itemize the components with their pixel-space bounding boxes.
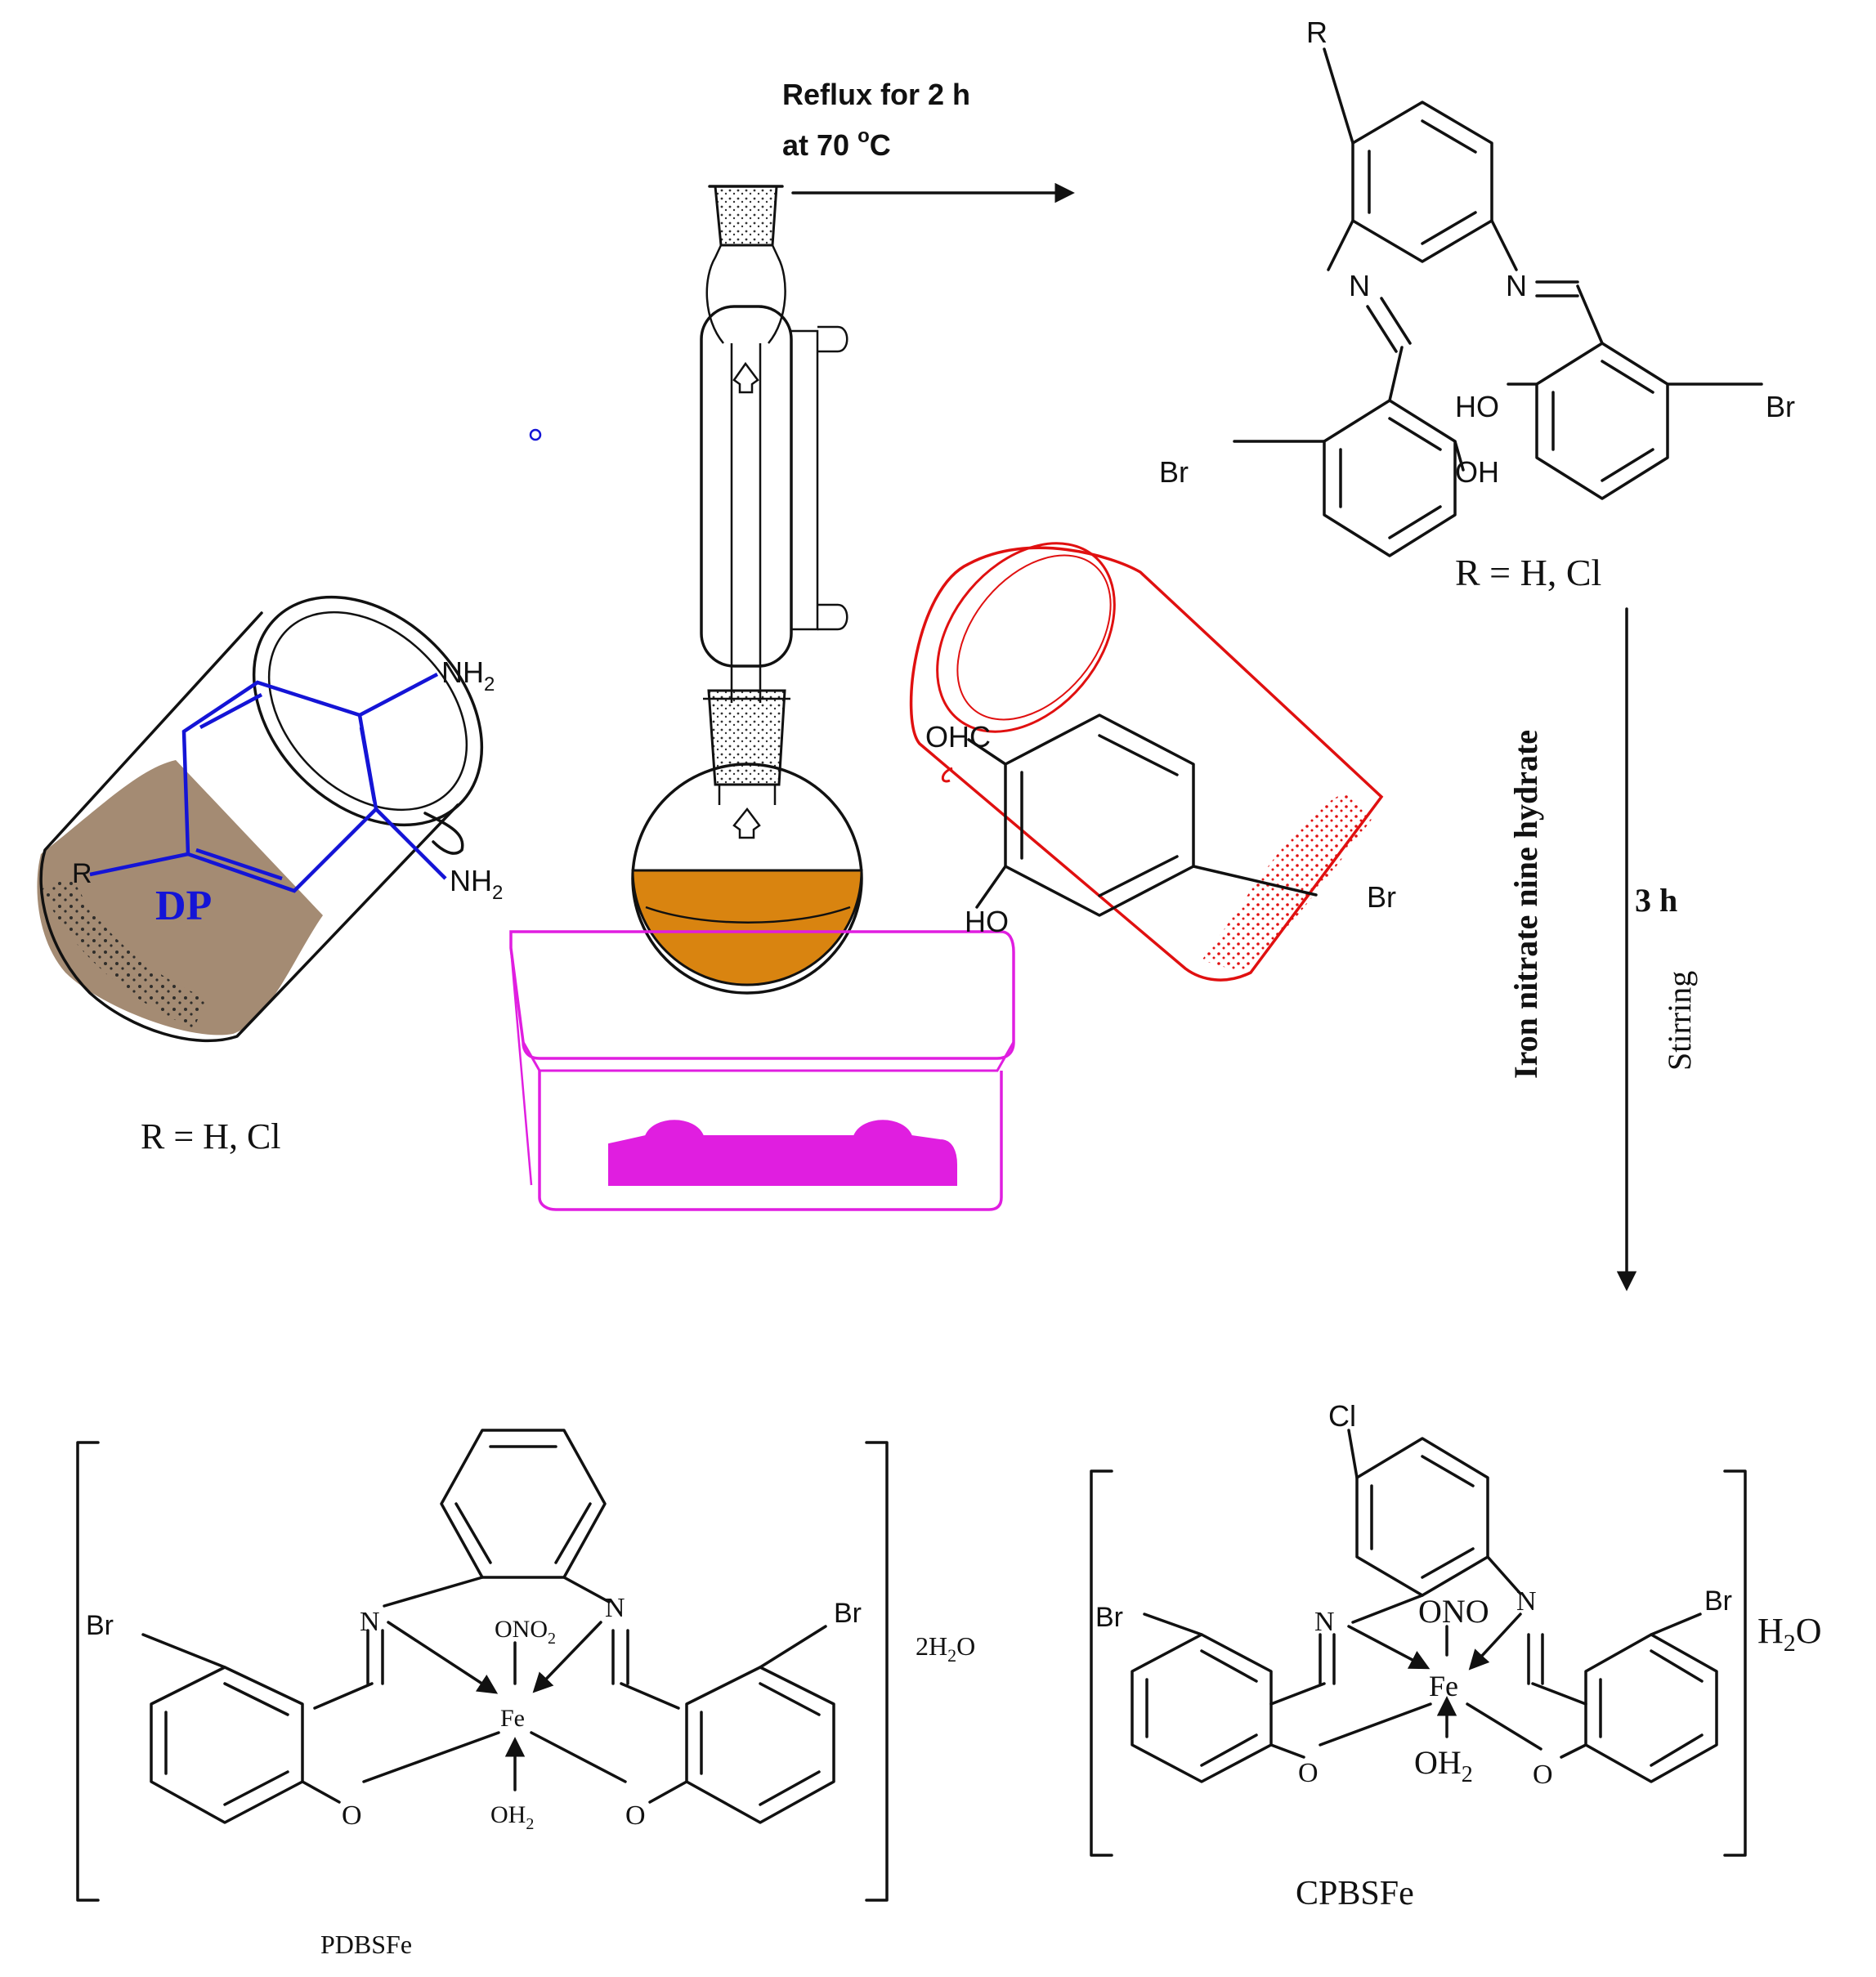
c1-ono2: ONO2 [495, 1616, 556, 1648]
c1-br-right: Br [834, 1598, 862, 1629]
c1-n-left: N [360, 1607, 380, 1637]
aldehyde-br-label: Br [1367, 880, 1396, 914]
schiff-br-right: Br [1766, 390, 1795, 423]
aldehyde-cho-label: OHC [925, 720, 991, 754]
complex-cpbsfe [1090, 1429, 1747, 1857]
diamine-beaker [37, 595, 484, 1043]
aldehyde-oh-label: HO [965, 905, 1009, 938]
schiff-base-molecule [1233, 47, 1763, 557]
c1-n-right: N [605, 1593, 625, 1623]
hot-plate [509, 930, 1015, 1211]
schiff-br-left: Br [1159, 455, 1189, 489]
c1-fe: Fe [500, 1705, 525, 1732]
diamine-ring [89, 673, 447, 893]
c2-n-right: N [1516, 1586, 1537, 1617]
c2-n-left: N [1314, 1607, 1335, 1637]
condition-label: Stirring [1661, 971, 1698, 1071]
time-label: 3 h [1635, 882, 1677, 919]
c1-o-right: O [625, 1800, 646, 1831]
schiff-n-right: N [1506, 269, 1527, 302]
schiff-r-group: R [1306, 16, 1328, 49]
c2-cl: Cl [1328, 1399, 1356, 1433]
c1-oh2: OH2 [490, 1801, 534, 1833]
schiff-n-left: N [1349, 269, 1370, 302]
c2-ono2: ONO [1418, 1593, 1489, 1630]
c1-hydrate: 2H2O [916, 1631, 975, 1666]
reagent-label: Iron nitrate nine hydrate [1507, 730, 1544, 1079]
c2-o-left: O [1298, 1758, 1319, 1788]
reflux-time-label: Reflux for 2 h [782, 78, 970, 111]
complex-pdbsfe [76, 1429, 889, 1902]
diamine-r-group: R [72, 858, 92, 889]
schiff-oh: OH [1455, 455, 1499, 489]
diamine-label-dp: DP [155, 883, 212, 929]
aldehyde-molecule [967, 713, 1318, 917]
c2-br-right: Br [1704, 1586, 1732, 1617]
c2-fe: Fe [1429, 1670, 1458, 1702]
c2-oh2: OH2 [1414, 1744, 1473, 1787]
aldehyde-beaker [909, 542, 1384, 982]
c1-o-left: O [342, 1800, 362, 1831]
stray-dot [529, 428, 542, 441]
reflux-temp-label: at 70 oC [782, 125, 891, 162]
c2-o-right: O [1533, 1760, 1553, 1790]
diamine-nh2-bottom: NH2 [450, 864, 503, 904]
c1-name: PDBSFe [320, 1930, 412, 1959]
reflux-apparatus [631, 185, 863, 995]
c2-name: CPBSFe [1296, 1875, 1414, 1912]
c2-br-left: Br [1095, 1602, 1123, 1633]
c1-br-left: Br [86, 1610, 114, 1641]
diamine-r-note: R = H, Cl [141, 1116, 281, 1156]
schiff-r-note: R = H, Cl [1455, 552, 1601, 593]
c2-hydrate: H2O [1757, 1611, 1822, 1657]
flask-liquid [631, 869, 863, 986]
schiff-ho: HO [1455, 390, 1499, 423]
diamine-nh2-top: NH2 [441, 655, 495, 696]
